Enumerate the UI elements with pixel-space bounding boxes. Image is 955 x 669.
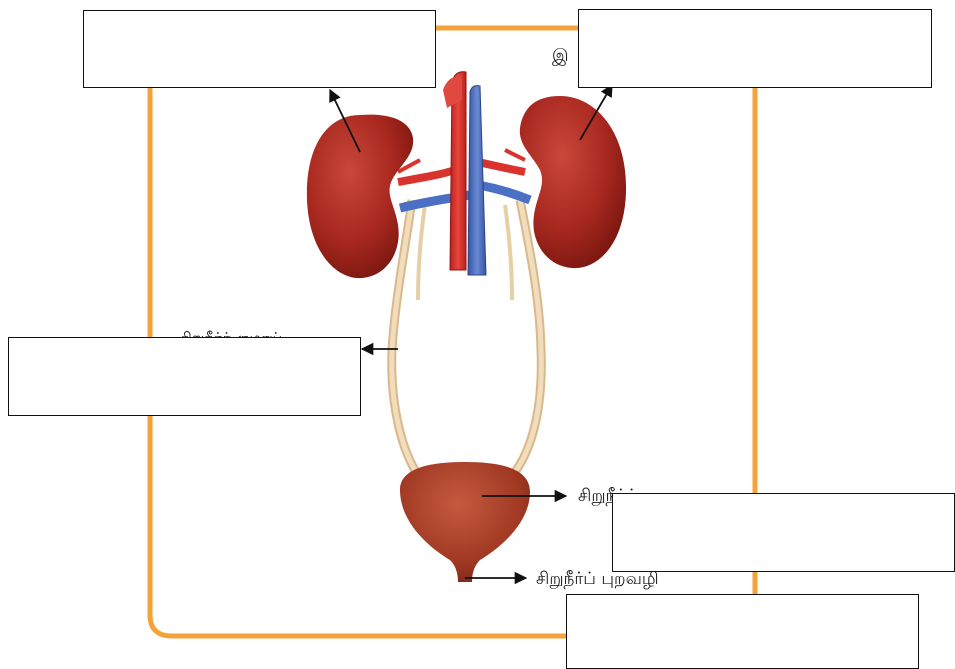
right-kidney <box>520 96 626 268</box>
urinary-bladder <box>400 462 530 582</box>
blank-box-top-left[interactable] <box>83 10 436 88</box>
urethra-label: சிறுநீர்ப் புறவழி <box>536 569 659 589</box>
blank-box-bottom-right[interactable] <box>566 594 919 669</box>
vena-cava <box>468 86 486 275</box>
blank-box-middle-right[interactable] <box>612 493 955 572</box>
ureter-right <box>510 200 541 478</box>
left-kidney <box>307 115 413 278</box>
blank-box-middle-left[interactable] <box>8 337 361 416</box>
renal-label-partial: இ <box>552 46 569 66</box>
blank-box-top-right[interactable] <box>578 9 932 88</box>
